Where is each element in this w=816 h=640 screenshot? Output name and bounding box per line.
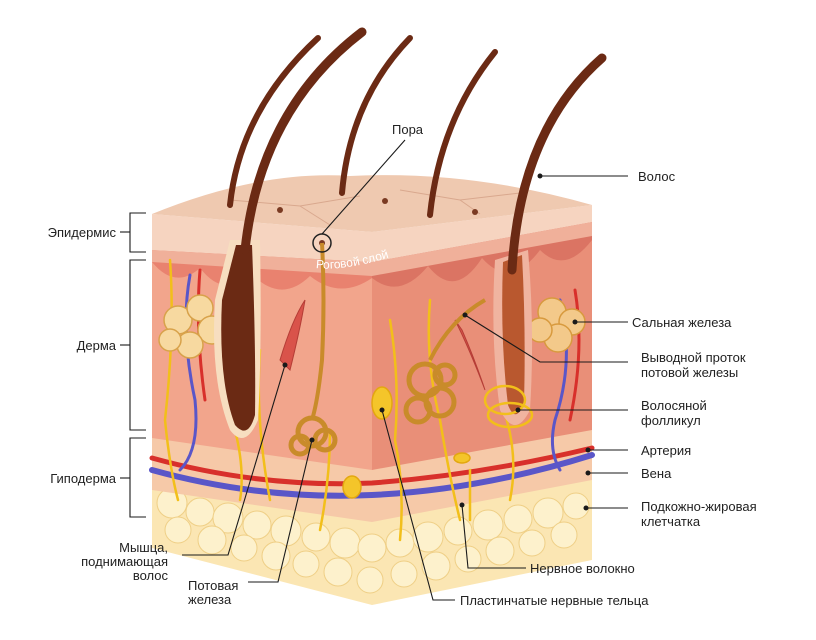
lamellar-corpuscles-label: Пластинчатые нервные тельца — [460, 593, 649, 608]
vein-label: Вена — [641, 466, 672, 481]
sweat-gland-label-1: Потовая — [188, 578, 238, 593]
sweat-duct-label-2: потовой железы — [641, 365, 738, 380]
hair-follicle-label-2: фолликул — [641, 413, 701, 428]
nerve-fiber-label: Нервное волокно — [530, 561, 635, 576]
lamellar-corpuscles — [342, 386, 471, 499]
epidermis-label: Эпидермис — [48, 225, 117, 240]
hair-follicles — [214, 240, 533, 438]
leader-lines — [120, 139, 628, 601]
sweat-glands — [288, 242, 486, 457]
sebaceous-gland-left — [158, 294, 227, 359]
dermis-label: Дерма — [77, 338, 117, 353]
arrector-pili-muscles — [279, 299, 486, 391]
labels: Пора Волос Эпидермис Дерма Гиподерма Сал… — [48, 122, 757, 608]
subcutaneous-label-1: Подкожно-жировая — [641, 499, 757, 514]
hypodermis-layer — [152, 428, 592, 522]
sweat-duct-label-1: Выводной проток — [641, 350, 746, 365]
hair-follicle-label-1: Волосяной — [641, 398, 707, 413]
hypodermis-label: Гиподерма — [50, 471, 117, 486]
subcutaneous-label-2: клетчатка — [641, 514, 701, 529]
epidermis-layer — [152, 175, 592, 276]
hair-follicle-coils — [483, 384, 534, 429]
pore-label: Пора — [392, 122, 424, 137]
muscle-label-1: Мышца, — [119, 540, 168, 555]
sweat-gland-label-2: железа — [188, 592, 232, 607]
sebaceous-gland-right — [527, 297, 586, 353]
fat-layer — [152, 478, 592, 605]
hair-label: Волос — [638, 169, 676, 184]
artery-label: Артерия — [641, 443, 691, 458]
hair-shafts — [227, 27, 607, 275]
muscle-label-2: поднимающая — [81, 554, 168, 569]
sebaceous-gland-label: Сальная железа — [632, 315, 732, 330]
muscle-label-3: волос — [133, 568, 169, 583]
